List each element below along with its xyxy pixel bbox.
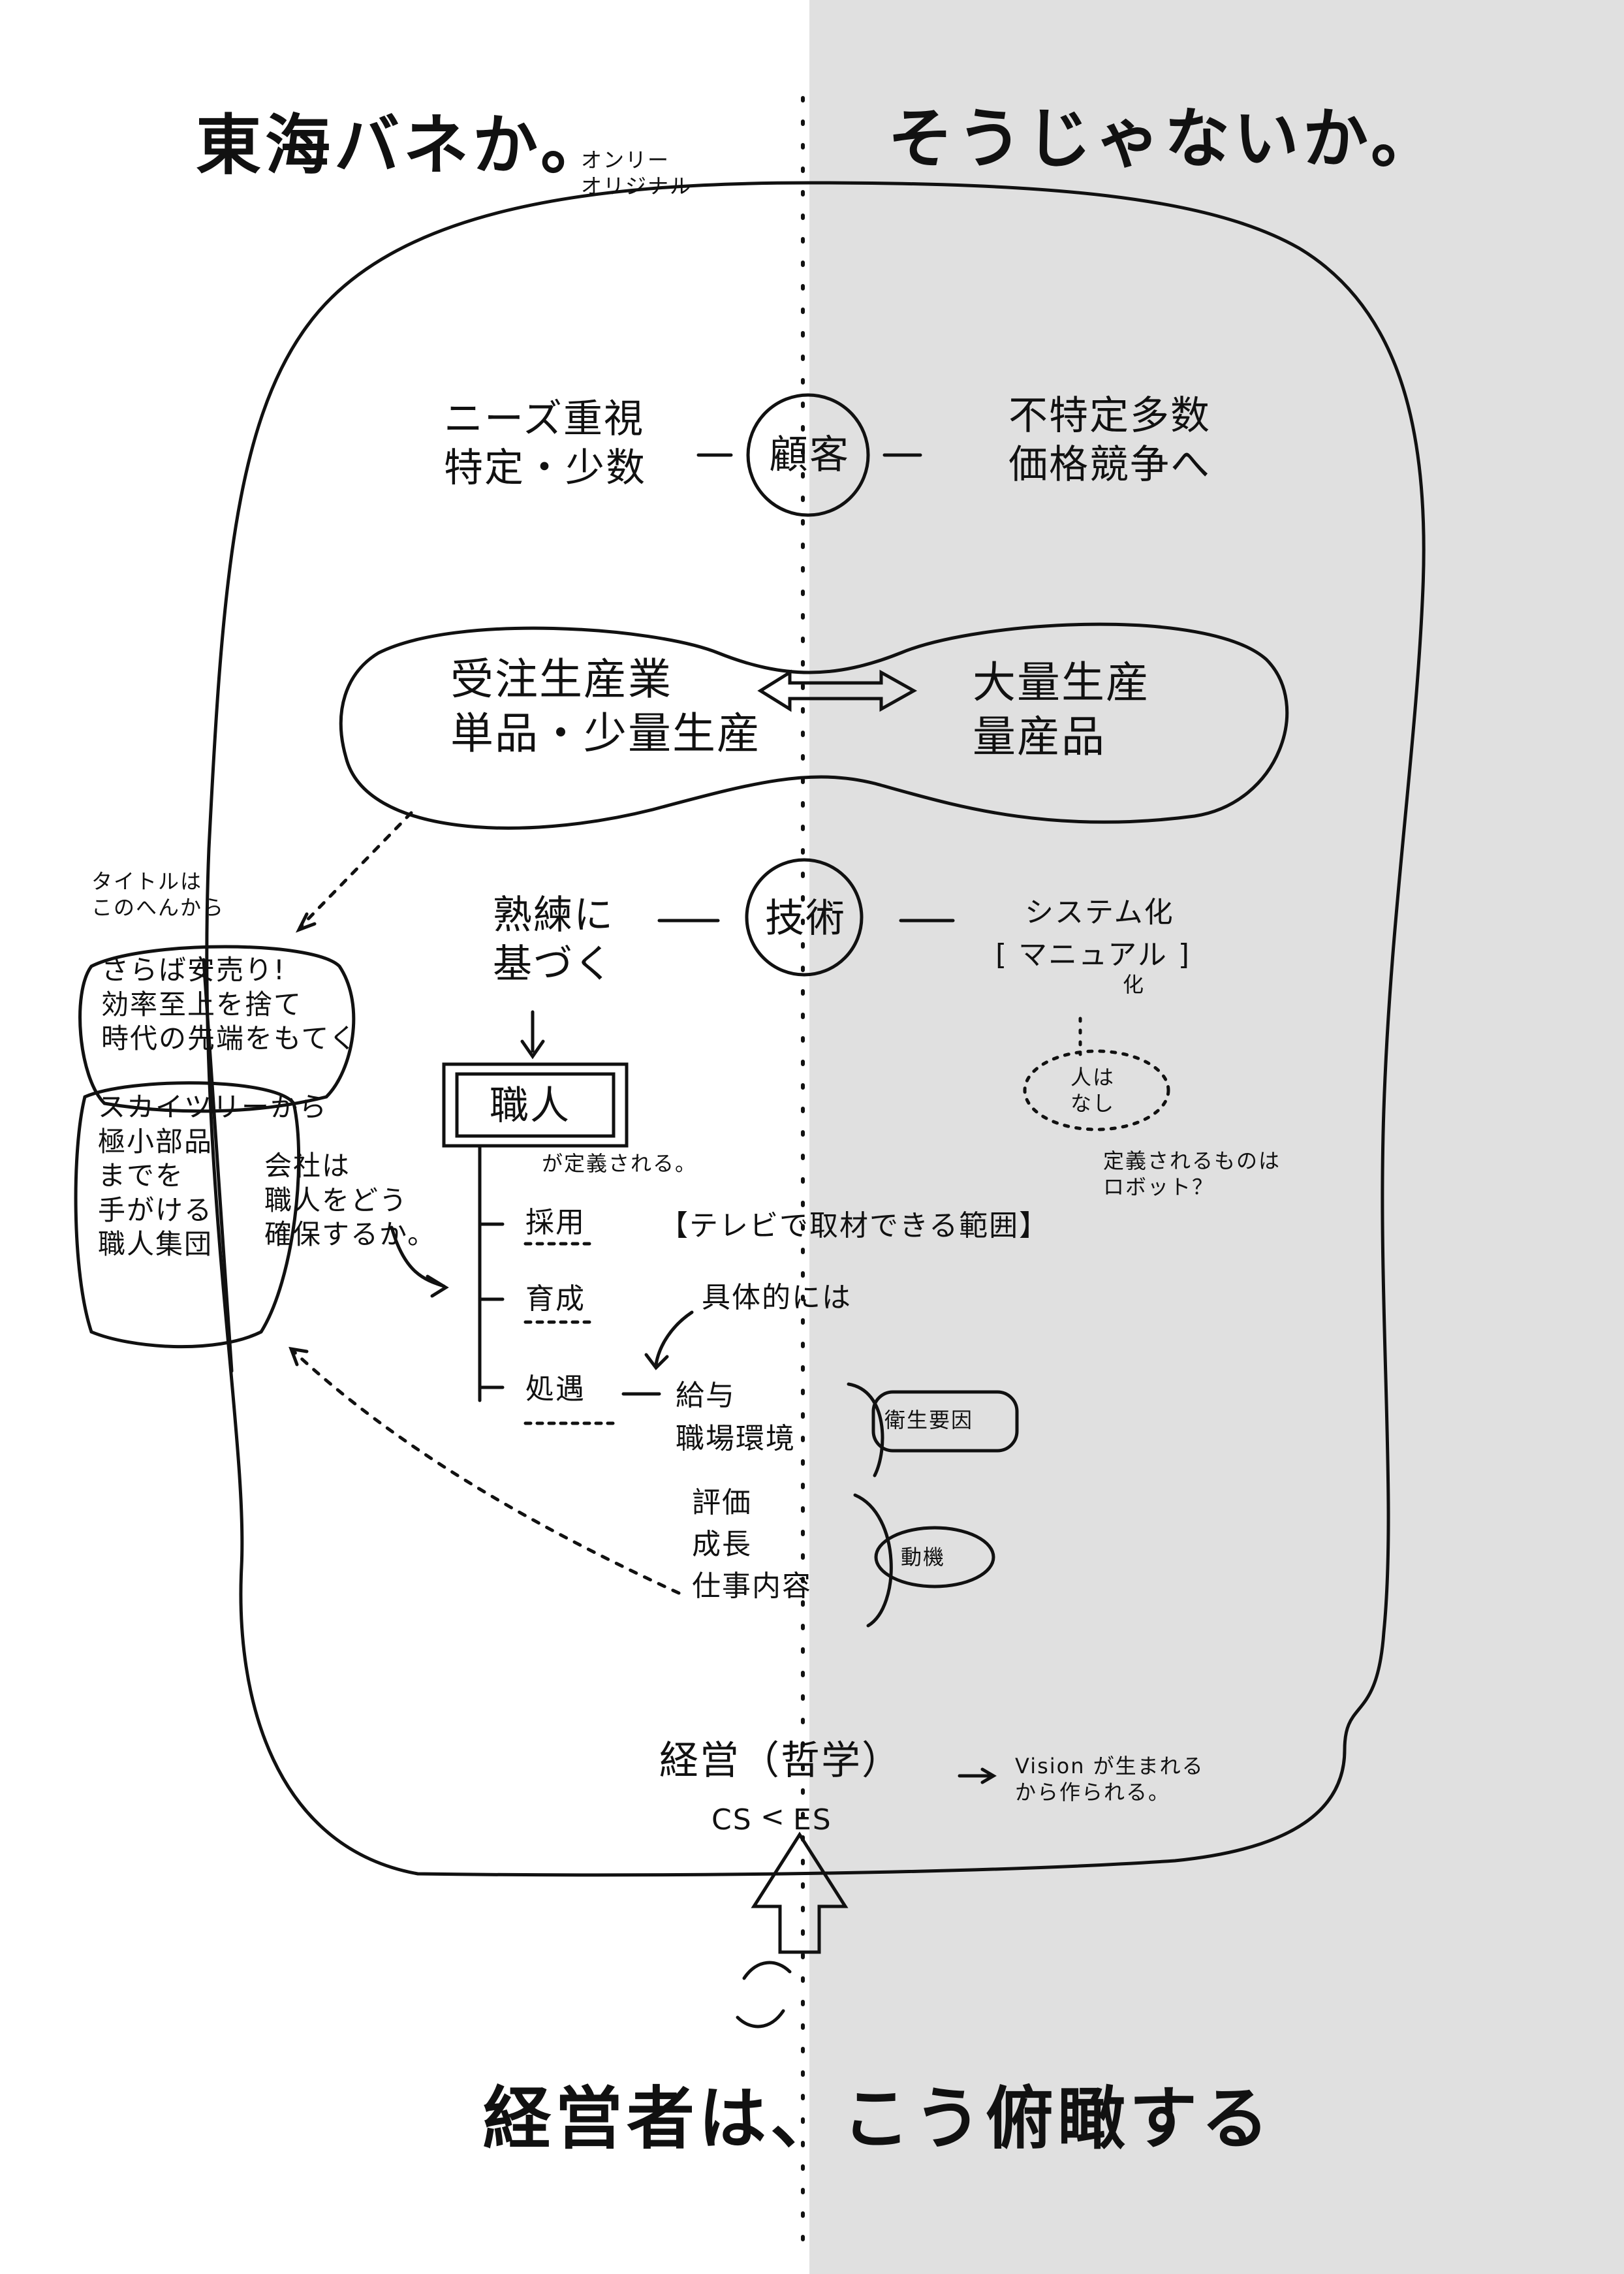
production-blob	[339, 622, 1289, 830]
motivation-items: 評価 成長 仕事内容	[692, 1486, 812, 1603]
dotted-arrow-to-notes-head	[295, 912, 317, 933]
footer-title: 経営者は、こう俯瞰する	[483, 2079, 1273, 2158]
double-arrow	[757, 669, 918, 712]
title-note: タイトルは このへんから	[91, 869, 225, 920]
outer-boundary	[205, 181, 1426, 1877]
motivation-label-ellipse	[874, 1526, 995, 1588]
no-people-ellipse	[1023, 1049, 1170, 1131]
right-half-panel	[809, 0, 1624, 2274]
hygiene-label: 衛生要因	[884, 1408, 974, 1432]
header-left-title: 東海バネか。	[196, 107, 610, 183]
craftsman-box-inner	[455, 1072, 616, 1138]
notes-box-bottom-text: スカイツリーから 極小部品 までを 手がける 職人集団	[98, 1091, 328, 1260]
management-text: 経営（哲学）	[659, 1738, 902, 1784]
question-note: 会社は 職人をどう 確保するか。	[264, 1150, 437, 1250]
robot-text: 定義されるものは ロボット？	[1103, 1148, 1281, 1199]
craftsman-box-outer	[442, 1062, 629, 1148]
down-arrow-head	[520, 1039, 545, 1060]
craftsman-item-train: 育成	[525, 1282, 586, 1316]
management-lt: <	[760, 1800, 786, 1833]
management-es: ES	[793, 1803, 832, 1837]
management-cs: CS	[711, 1803, 753, 1837]
specifically-arrow-head	[644, 1353, 669, 1370]
vision-arrow-head	[980, 1767, 997, 1784]
production-right-text: 大量生産 量産品	[973, 657, 1150, 762]
craftsman-item-hire: 採用	[525, 1206, 586, 1239]
cs-es-curve-top	[742, 1961, 792, 1980]
customer-circle	[746, 393, 870, 517]
motivation-label: 動機	[901, 1545, 946, 1570]
up-arrow	[751, 1831, 849, 1954]
hygiene-items: 給与 職場環境	[676, 1379, 796, 1455]
header-left-subtitle: オンリー オリジナル	[581, 148, 693, 198]
craftsman-item-treat: 処遇	[525, 1372, 586, 1406]
technology-right-line2: [ マニュアル ]	[995, 938, 1191, 971]
header-right-title: そうじゃないか。	[888, 101, 1440, 177]
customer-left-text: ニーズ重視 特定・少数	[444, 396, 646, 491]
notes-box-top-text: さらば安売り! 効率至上を捨て 時代の先端をもてく	[101, 954, 358, 1054]
cs-es-curve-bottom	[736, 2009, 785, 2029]
craftsman-defined-text: が定義される。	[542, 1151, 698, 1176]
vision-text: Vision が生まれる から作られる。	[1015, 1754, 1204, 1805]
dotted-arrow-to-notes	[298, 811, 413, 929]
technology-center-label: 技術	[765, 896, 846, 941]
technology-circle	[745, 858, 864, 977]
technology-left-text: 熟練に 基づく	[493, 892, 614, 987]
left-edge-line	[202, 958, 234, 1373]
dotted-arrow-to-notes-long	[292, 1350, 681, 1595]
craftsman-box-label: 職人	[490, 1083, 570, 1129]
customer-right-text: 不特定多数 価格競争へ	[1008, 393, 1211, 488]
dotted-arrow-to-notes-long-head	[289, 1346, 309, 1366]
notes-box-top	[78, 945, 356, 1113]
notes-box-bottom	[74, 1081, 301, 1349]
hygiene-brace	[847, 1382, 884, 1477]
tv-scope-title: 【テレビで取材できる範囲】	[659, 1209, 1050, 1242]
no-people-text: 人は なし	[1070, 1065, 1116, 1116]
motivation-brace	[853, 1493, 893, 1628]
specifically-text: 具体的には	[702, 1281, 852, 1314]
specifically-arrow	[654, 1310, 694, 1366]
customer-center-label: 顧客	[769, 432, 850, 478]
technology-right-line1: システム化	[1025, 896, 1174, 929]
technology-right-line3: 化	[1123, 972, 1146, 997]
hygiene-label-box	[871, 1390, 1019, 1453]
arrow-question-to-list-head	[426, 1274, 449, 1298]
production-left-text: 受注生産業 単品・少量生産	[450, 654, 761, 759]
